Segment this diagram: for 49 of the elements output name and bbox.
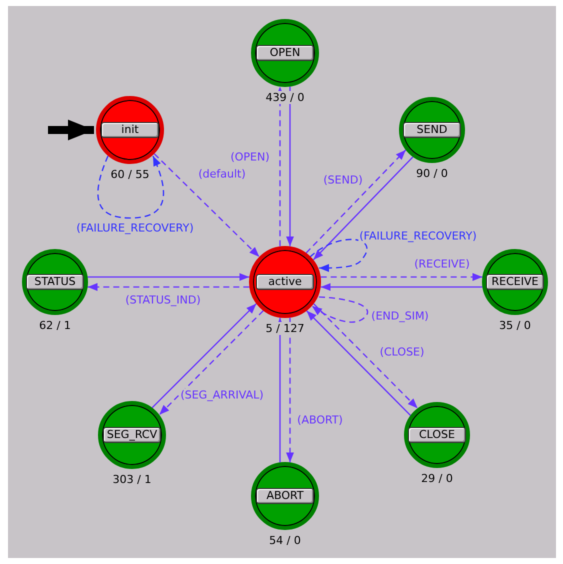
state-name: SEG_RCV	[102, 427, 162, 443]
transition-arrow	[276, 86, 284, 246]
start-arrow	[48, 120, 94, 140]
state-name: ABORT	[256, 488, 314, 504]
transition-arrow	[286, 86, 294, 246]
state-name: CLOSE	[408, 427, 466, 443]
count-label: 303 / 1	[110, 473, 154, 486]
edge-label: (SEG_ARRIVAL)	[179, 388, 265, 402]
transition-arrow	[154, 153, 260, 258]
state-circle	[249, 246, 321, 318]
edge-label: (RECEIVE)	[413, 258, 471, 270]
transition-arrow	[276, 318, 284, 462]
count-label: 5 / 127	[264, 322, 306, 335]
edge-label: (FAILURE_RECOVERY)	[358, 230, 478, 242]
edge-label: (default)	[197, 168, 247, 180]
edge-label: (ABORT)	[296, 414, 344, 426]
transition-arrow	[88, 273, 250, 281]
transition-arrow	[320, 273, 482, 281]
self-loop-arrow	[97, 156, 164, 219]
count-label: 29 / 0	[419, 472, 455, 485]
count-label: 62 / 1	[37, 319, 73, 332]
state-name: init	[101, 122, 159, 138]
transition-arrow	[286, 318, 294, 462]
state-name: RECEIVE	[486, 274, 544, 290]
transition-arrow	[313, 303, 418, 409]
transition-arrow	[320, 283, 482, 291]
transition-arrow	[88, 283, 250, 291]
edge-label: (STATUS_IND)	[124, 294, 202, 306]
edge-label: (FAILURE_RECOVERY)	[75, 222, 195, 234]
count-label: 439 / 0	[264, 91, 306, 104]
count-label: 60 / 55	[108, 168, 152, 181]
transition-arrow	[306, 150, 406, 254]
count-label: 35 / 0	[497, 319, 533, 332]
edge-label: (SEND)	[322, 174, 364, 186]
transition-arrow	[312, 156, 414, 260]
state-name: STATUS	[26, 274, 84, 290]
self-loop-arrow	[310, 238, 368, 272]
count-label: 54 / 0	[267, 534, 303, 547]
self-loop-arrow	[312, 296, 368, 323]
edge-label: (CLOSE)	[378, 346, 426, 358]
count-label: 90 / 0	[414, 167, 450, 180]
edge-label: (END_SIM)	[370, 310, 430, 322]
state-name: active	[256, 274, 314, 290]
edge-label: (OPEN)	[229, 150, 271, 164]
transition-arrow	[152, 303, 257, 408]
transition-arrow	[158, 310, 264, 416]
transition-arrow	[306, 310, 411, 416]
state-name: SEND	[403, 122, 461, 138]
state-name: OPEN	[256, 45, 314, 61]
